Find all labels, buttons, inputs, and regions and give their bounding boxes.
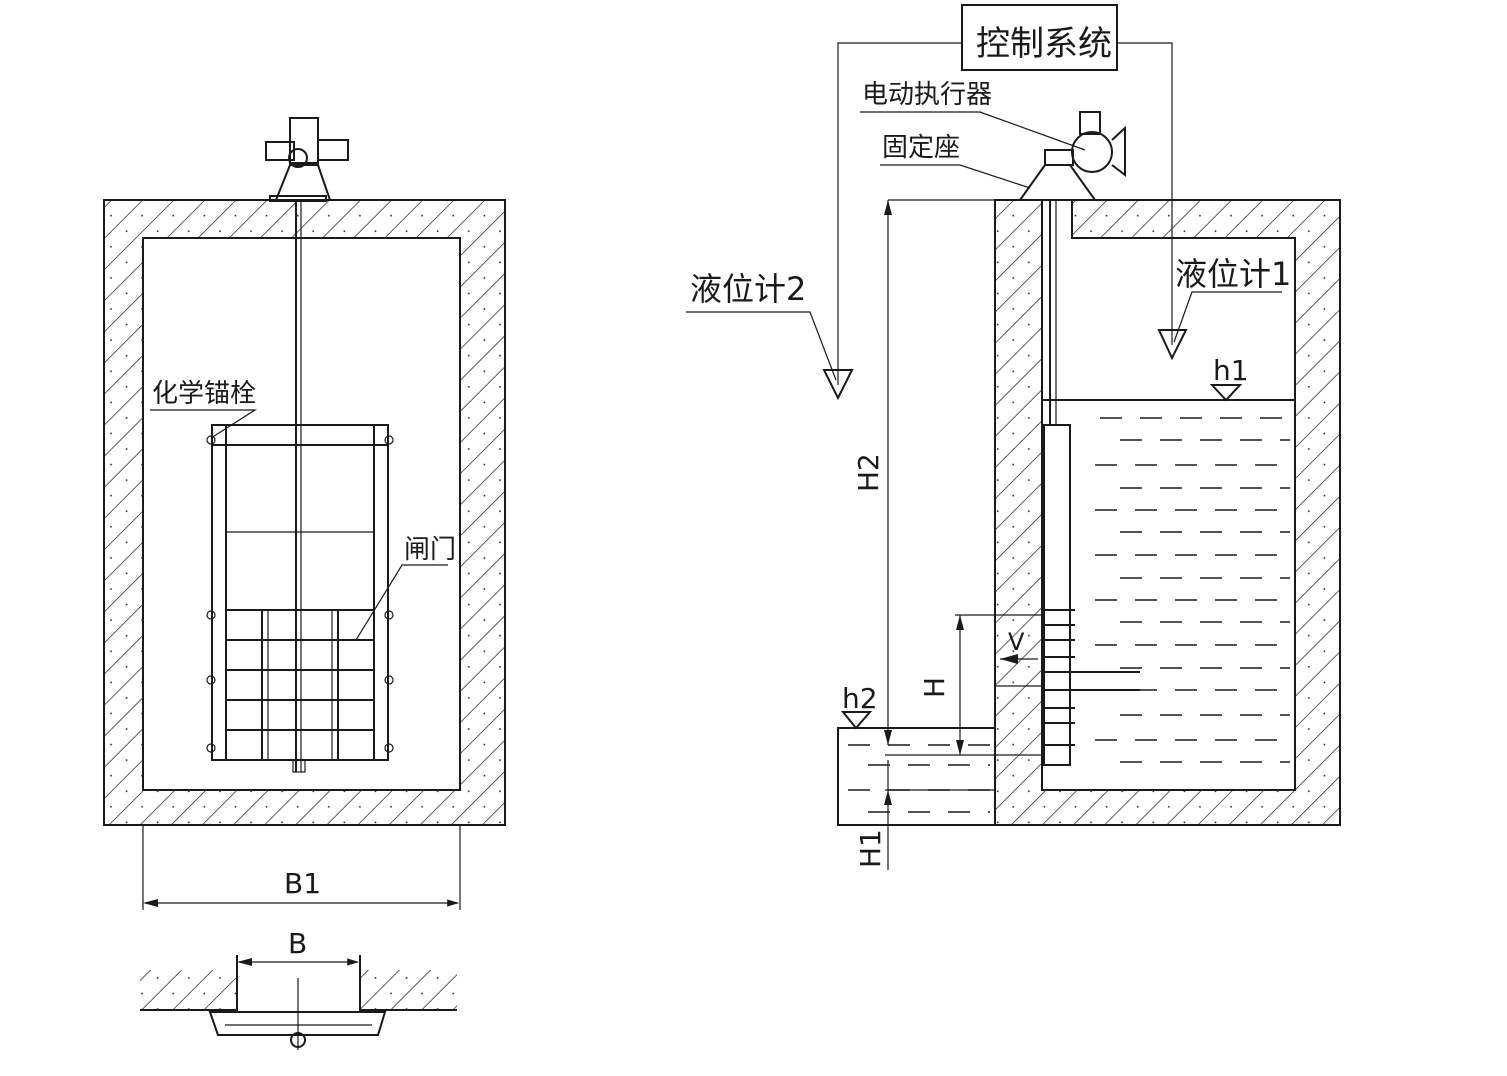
- dimension-B1: B1: [284, 867, 321, 900]
- concrete-walls: [994, 199, 1341, 826]
- velocity-V-label: V: [1008, 628, 1025, 656]
- plan-view: B: [140, 927, 457, 1050]
- level-gauge-2-label: 液位计2: [690, 270, 806, 308]
- gate-label: 闸门: [404, 535, 456, 565]
- dimension-B: B: [288, 927, 307, 960]
- actuator-icon: [1018, 111, 1126, 201]
- upstream-water: [1095, 417, 1290, 763]
- h1-label: h1: [1213, 354, 1249, 387]
- chemical-anchor-label: 化学锚栓: [152, 379, 256, 409]
- gate-frame: [206, 424, 394, 773]
- concrete-walls: [103, 199, 506, 826]
- actuator-icon: [265, 117, 349, 202]
- control-system-box: [961, 4, 1118, 71]
- control-system-label: 控制系统: [976, 24, 1112, 64]
- section-view: 控制系统 液位计2 液位计1 电动执行器 固定座: [686, 4, 1341, 870]
- front-view: 化学锚栓 闸门 B1: [103, 117, 506, 910]
- gate-ribs: [1044, 609, 1140, 746]
- h2-label: h2: [842, 682, 878, 715]
- fixed-seat-label: 固定座: [882, 133, 960, 163]
- level-gauge-1-label: 液位计1: [1175, 255, 1291, 293]
- dimension-H: H: [918, 677, 951, 698]
- dimension-H1: H1: [854, 829, 887, 868]
- dimension-H2: H2: [852, 453, 885, 492]
- electric-actuator-label: 电动执行器: [862, 80, 992, 110]
